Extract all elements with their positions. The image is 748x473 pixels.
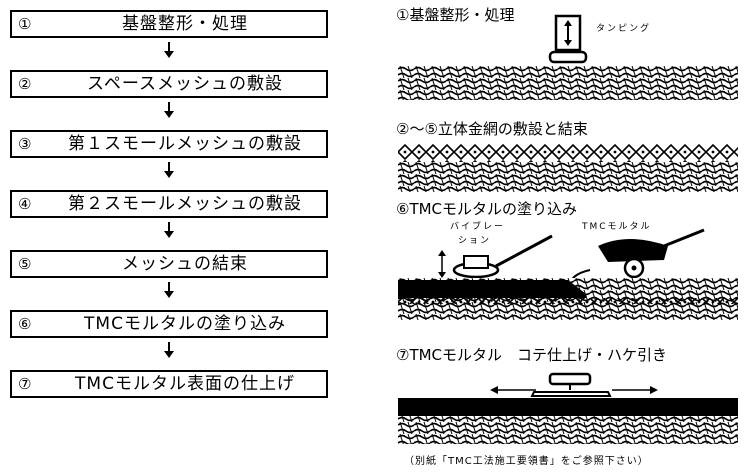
step-label: 基盤整形・処理 — [122, 14, 248, 34]
step-label: 第１スモールメッシュの敷設 — [68, 134, 302, 154]
step-label: 第２スモールメッシュの敷設 — [68, 194, 302, 214]
vibrator-tool-icon — [438, 234, 553, 279]
vibration-label-2: ション — [458, 236, 492, 246]
step-label: TMCモルタルの塗り込み — [84, 314, 286, 334]
flow-step-1: ① 基盤整形・処理 — [10, 10, 328, 38]
flow-step-7: ⑦ TMCモルタル表面の仕上げ — [10, 370, 328, 398]
step-number: ⑤ — [18, 255, 32, 273]
mesh-layer — [398, 144, 738, 162]
diagram-1-title: ①基盤整形・処理 — [396, 6, 515, 24]
down-arrow-icon — [164, 282, 174, 298]
diagram-2-title: ②～⑤立体金網の敷設と結束 — [396, 120, 588, 138]
down-arrow-icon — [164, 42, 174, 58]
flow-step-2: ② スペースメッシュの敷設 — [10, 70, 328, 98]
step-number: ① — [18, 15, 32, 33]
reference-caption: （別紙「TMC工法施工要領書」をご参照下さい） — [404, 456, 649, 467]
step-number: ③ — [18, 135, 32, 153]
finished-surface-layer — [398, 398, 738, 444]
vibration-label: バイブレー — [450, 222, 506, 232]
flow-step-4: ④ 第２スモールメッシュの敷設 — [10, 190, 328, 218]
down-arrow-icon — [164, 342, 174, 358]
step-number: ② — [18, 75, 32, 93]
step-label: メッシュの結束 — [122, 254, 248, 274]
down-arrow-icon — [164, 102, 174, 118]
mortar-label: TMCモルタル — [582, 222, 652, 232]
trowel-icon — [490, 372, 658, 397]
step-number: ⑥ — [18, 315, 32, 333]
step-number: ⑦ — [18, 375, 32, 393]
down-arrow-icon — [164, 222, 174, 238]
mortar-layer — [398, 278, 738, 320]
flow-step-3: ③ 第１スモールメッシュの敷設 — [10, 130, 328, 158]
step-number: ④ — [18, 195, 32, 213]
diagram-3-title: ⑥TMCモルタルの塗り込み — [396, 200, 578, 218]
ground-layer — [398, 162, 738, 192]
ground-layer — [398, 66, 738, 100]
step-label: TMCモルタル表面の仕上げ — [75, 374, 295, 394]
tamping-label: タンピング — [596, 24, 652, 34]
diagram-4-title: ⑦TMCモルタル コテ仕上げ・ハケ引き — [396, 346, 668, 364]
step-label: スペースメッシュの敷設 — [87, 74, 283, 94]
flow-step-6: ⑥ TMCモルタルの塗り込み — [10, 310, 328, 338]
flow-step-5: ⑤ メッシュの結束 — [10, 250, 328, 278]
down-arrow-icon — [164, 162, 174, 178]
tamper-icon — [548, 14, 588, 64]
mortar-cart-icon — [568, 228, 705, 286]
